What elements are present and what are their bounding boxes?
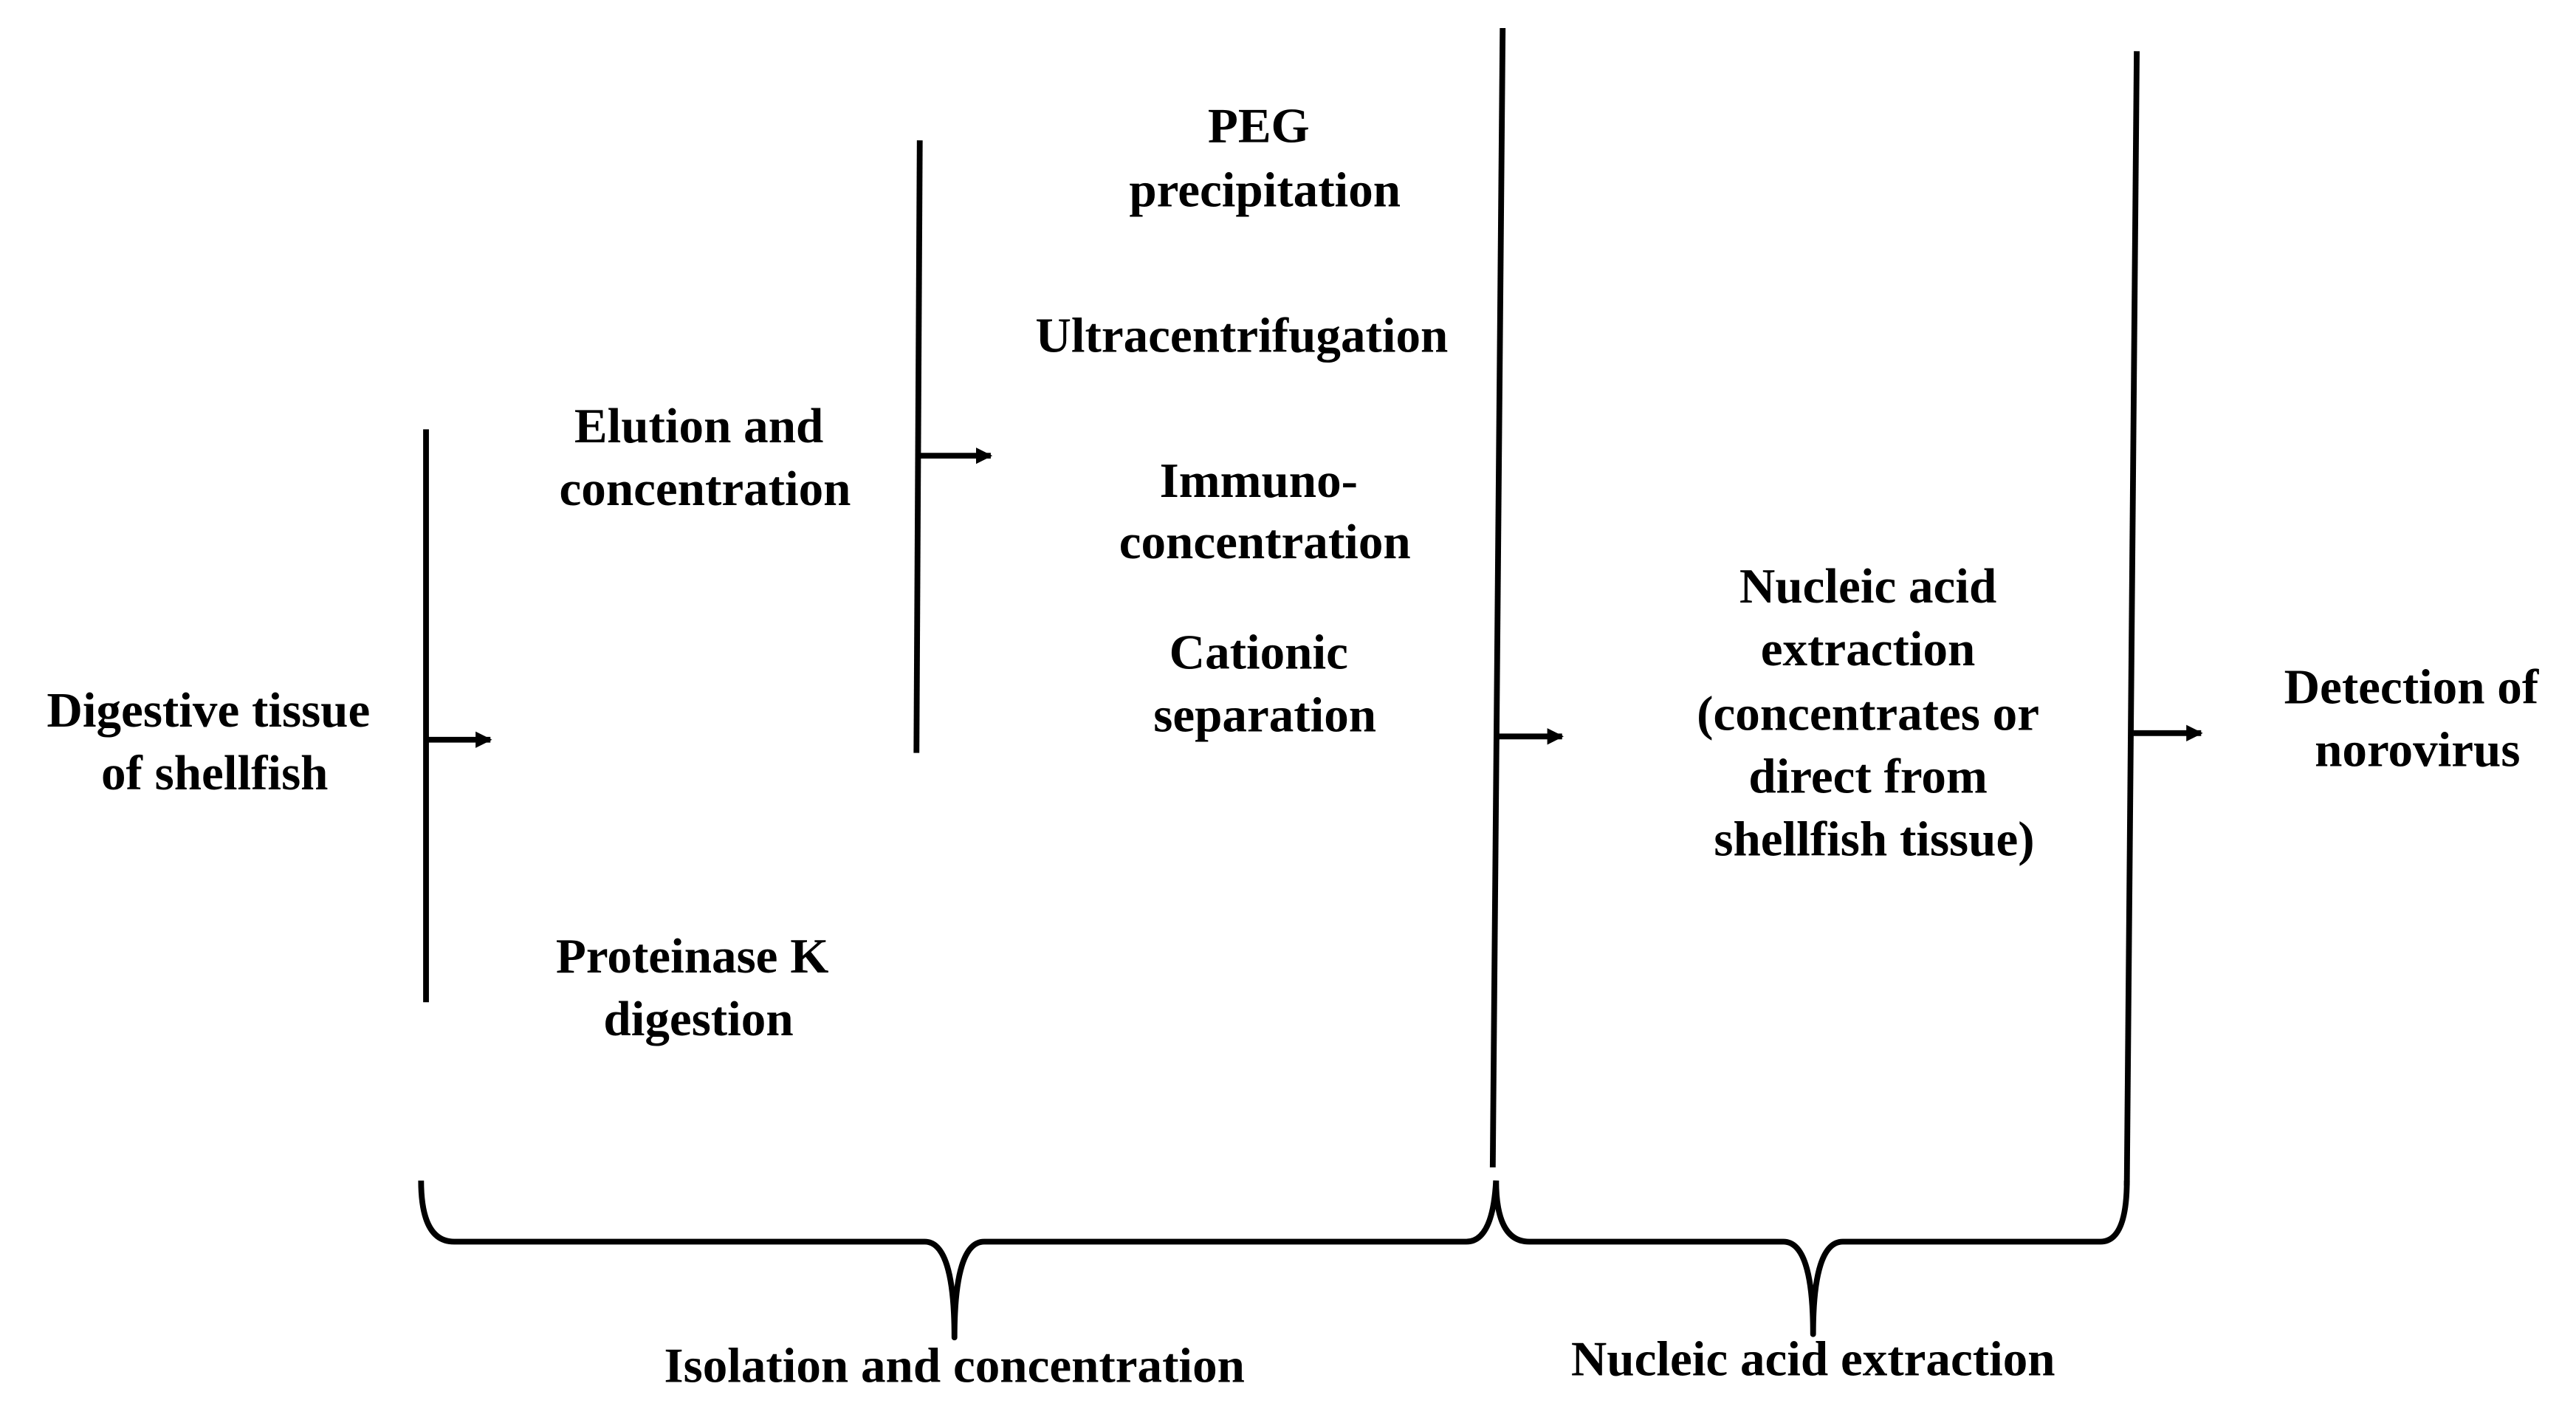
node-elution-line-2: concentration [560,461,851,516]
node-proteinase-k: Proteinase K digestion [556,928,841,1046]
node-extraction-line-5: shellfish tissue) [1714,811,2034,866]
stage-label-nucleic-acid-extraction: Nucleic acid extraction [1571,1331,2055,1387]
node-cationic-separation: Cationic separation [1153,625,1376,743]
node-extraction-line-3: (concentrates or [1697,685,2039,741]
node-cationic-line-1: Cationic [1169,625,1348,680]
node-detection-line-2: norovirus [2315,722,2520,778]
node-digestive-tissue: Digestive tissue of shellfish [47,682,382,800]
node-extraction-line-4: direct from [1748,748,1988,803]
node-peg-line-2: precipitation [1129,162,1401,218]
node-proteinase-line-1: Proteinase K [556,928,829,984]
node-immuno-line-1: Immuno- [1160,453,1358,508]
branch-bar-2 [913,140,923,753]
stage-label-isolation: Isolation and concentration [664,1338,1244,1393]
node-proteinase-line-2: digestion [603,991,793,1046]
node-elution-concentration: Elution and concentration [560,398,851,516]
node-detection-norovirus: Detection of norovirus [2284,659,2551,778]
node-digestive-tissue-line-2: of shellfish [101,745,329,800]
node-peg-precipitation: PEG precipitation [1129,97,1401,217]
divider-bar-4 [2123,51,2140,1186]
brace-isolation-concentration [418,1180,1500,1341]
node-nucleic-acid-extraction: Nucleic acid extraction (concentrates or… [1697,558,2052,866]
node-digestive-tissue-line-1: Digestive tissue [47,682,370,738]
node-peg-line-1: PEG [1208,97,1310,153]
divider-bar-3 [1489,27,1506,1167]
node-cationic-line-2: separation [1153,687,1376,743]
node-extraction-line-1: Nucleic acid [1739,558,1996,614]
node-elution-line-1: Elution and [574,398,823,453]
node-detection-line-1: Detection of [2284,659,2539,715]
node-immunoconcentration: Immuno- concentration [1119,453,1411,569]
node-extraction-line-2: extraction [1761,621,1976,676]
node-ultracentrifugation: Ultracentrifugation [1035,307,1448,363]
brace-nucleic-acid-extraction [1493,1180,2130,1337]
node-ultracentrifugation-line-1: Ultracentrifugation [1035,307,1448,363]
node-immuno-line-2: concentration [1119,514,1411,569]
